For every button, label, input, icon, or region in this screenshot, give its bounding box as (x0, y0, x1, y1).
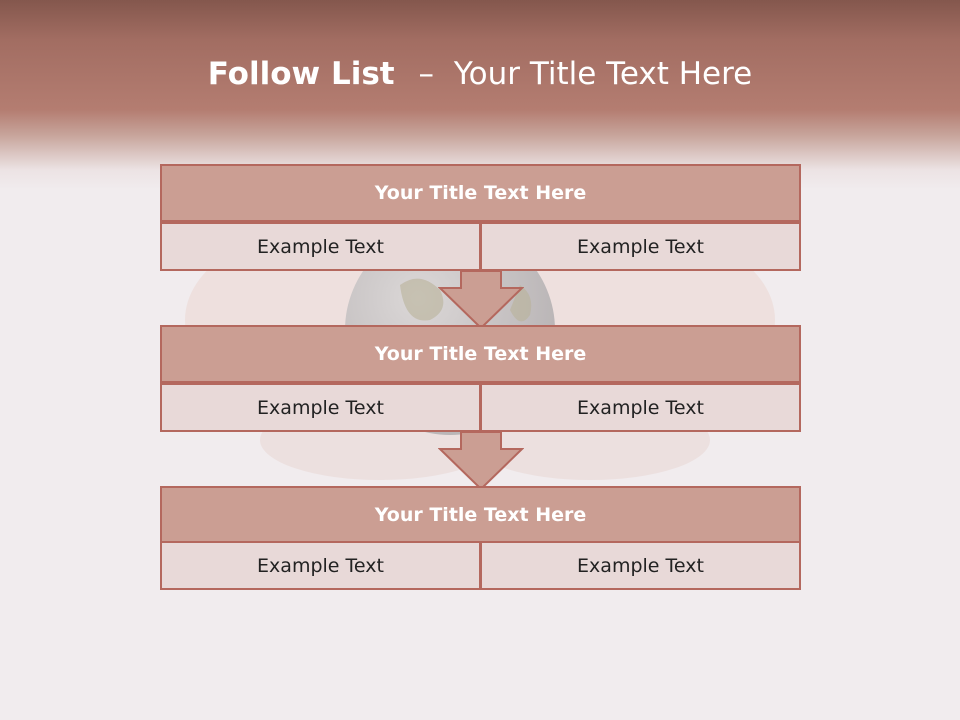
block-title: Your Title Text Here (160, 164, 801, 222)
block-left-text: Example Text (160, 541, 481, 590)
block-title: Your Title Text Here (160, 486, 801, 544)
slide-title-strong: Follow List (207, 56, 395, 92)
block-right-text: Example Text (480, 383, 801, 432)
block-title: Your Title Text Here (160, 325, 801, 383)
slide-title-separator: – (418, 56, 434, 92)
block-right-text: Example Text (480, 541, 801, 590)
down-arrow-icon (438, 431, 524, 491)
slide-title: Follow List – Your Title Text Here (0, 56, 960, 92)
block-right-text: Example Text (480, 222, 801, 271)
block-left-text: Example Text (160, 222, 481, 271)
block-left-text: Example Text (160, 383, 481, 432)
slide-title-rest: Your Title Text Here (453, 56, 753, 92)
header-band (0, 0, 960, 190)
down-arrow-icon (438, 270, 524, 330)
